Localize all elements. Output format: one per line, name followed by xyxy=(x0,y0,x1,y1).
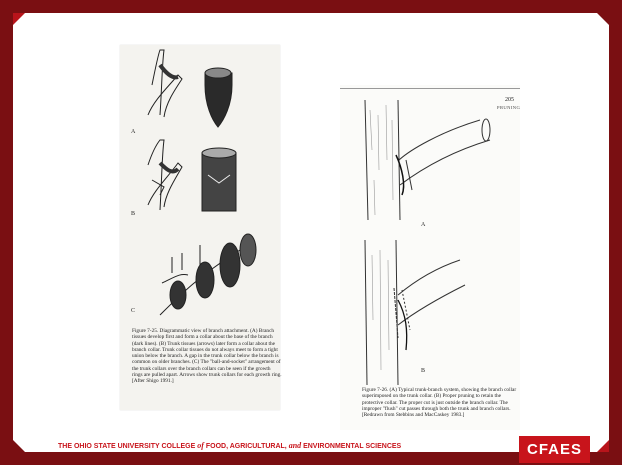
figure-b-trunk xyxy=(365,240,465,385)
figure-label-b: B xyxy=(421,368,425,374)
page-rule xyxy=(340,88,520,89)
figure-b-sketch xyxy=(148,140,236,211)
branch-attachment-illustration xyxy=(120,45,280,325)
corner-accent xyxy=(597,440,609,452)
trunk-branch-illustration xyxy=(340,90,520,385)
footer-text-italic: and xyxy=(289,441,301,450)
figure-label-a: A xyxy=(421,222,425,228)
institution-footer: THE OHIO STATE UNIVERSITY COLLEGE of FOO… xyxy=(58,441,401,450)
footer-text: ENVIRONMENTAL SCIENCES xyxy=(301,443,401,450)
corner-accent xyxy=(13,13,25,25)
figure-label-a: A xyxy=(131,129,135,135)
footer-text-italic: of xyxy=(197,441,204,450)
figure-a-sketch xyxy=(148,50,232,127)
footer-text: FOOD, AGRICULTURAL, xyxy=(204,443,289,450)
figure-label-b: B xyxy=(131,211,135,217)
footer-text: THE OHIO STATE UNIVERSITY COLLEGE xyxy=(58,443,197,450)
right-figure-caption: Figure 7-26. (A) Typical trunk-branch sy… xyxy=(362,387,522,418)
figure-c-sketch xyxy=(160,234,256,315)
left-figure-caption: Figure 7-25. Diagrammatic view of branch… xyxy=(132,328,282,384)
cfaes-logo: CFAES xyxy=(519,436,590,463)
figure-a-trunk xyxy=(365,100,490,220)
figure-label-c: C xyxy=(131,308,135,314)
